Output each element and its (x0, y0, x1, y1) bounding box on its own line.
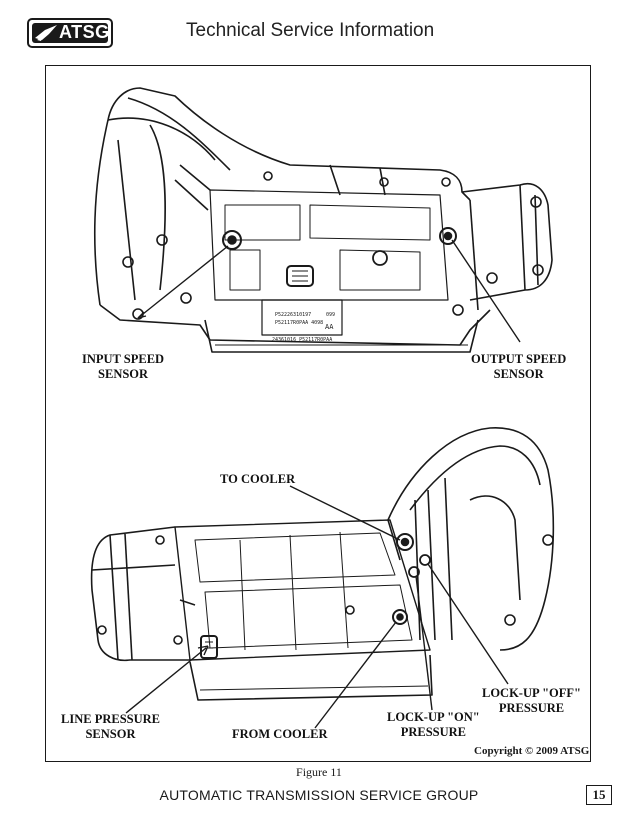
code-aa: AA (325, 323, 334, 331)
bottom-transmission-drawing (90, 427, 555, 729)
from-cooler-label: FROM COOLER (232, 727, 328, 741)
case-bottom-stamp: 24361016 P52117R0PAA (272, 337, 333, 343)
line-pressure-sensor-label: LINE PRESSURE SENSOR (61, 712, 160, 741)
to-cooler-label: TO COOLER (220, 472, 296, 486)
barcode-line-1: P52226310197 (275, 312, 312, 318)
figure-frame (45, 65, 591, 762)
footer-org: AUTOMATIC TRANSMISSION SERVICE GROUP (159, 787, 479, 803)
barcode-line-2: P52117R0PAA 4098 (275, 320, 324, 326)
atsg-logo: ATSG (27, 18, 113, 48)
page-title: Technical Service Information (186, 20, 435, 41)
output-speed-sensor-label: OUTPUT SPEED SENSOR (471, 352, 567, 381)
lockup-off-label: LOCK-UP "OFF" PRESSURE (482, 686, 581, 715)
top-transmission-drawing (93, 87, 553, 353)
copyright-notice: Copyright © 2009 ATSG (474, 745, 590, 757)
page-number: 15 (586, 785, 612, 805)
figure-caption: Figure 11 (296, 765, 342, 779)
input-speed-sensor-label: INPUT SPEED SENSOR (82, 352, 165, 381)
eagle-icon (35, 25, 57, 41)
lockup-on-label: LOCK-UP "ON" PRESSURE (387, 710, 480, 739)
code-099: 099 (326, 312, 336, 318)
logo-text: ATSG (59, 22, 110, 42)
